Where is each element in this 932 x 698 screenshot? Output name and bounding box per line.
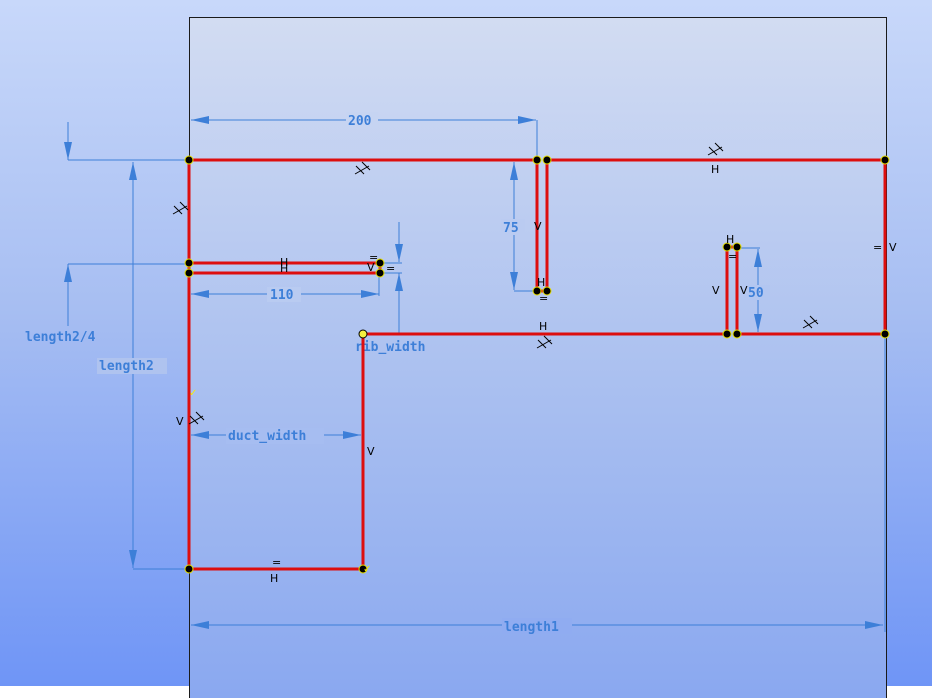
dim-rib-width-arrow-top — [395, 244, 403, 262]
dim-duct-width-label-bg — [226, 428, 324, 444]
equal-constraint: = — [873, 241, 882, 254]
point-selected[interactable] — [358, 329, 368, 339]
dim-200-label-bg — [346, 112, 378, 128]
dim-200-arrow-left — [191, 116, 209, 124]
vertical-constraint: V — [889, 241, 897, 254]
dim-duct-width-arrow-left — [191, 431, 209, 439]
vertical-constraint: V — [367, 445, 375, 458]
dim-length2-4-label[interactable]: length2/4 — [25, 330, 96, 345]
horizontal-constraint: H — [537, 276, 545, 289]
point[interactable] — [184, 155, 194, 165]
dim-length2-arrow-bottom — [129, 550, 137, 568]
point[interactable] — [732, 329, 742, 339]
dim-rib-width-arrow-bottom — [395, 273, 403, 291]
point[interactable] — [732, 242, 742, 252]
point[interactable] — [542, 155, 552, 165]
equal-constraint: = — [369, 251, 378, 264]
sketch-sheet — [189, 17, 887, 698]
vertical-constraint: V — [367, 261, 375, 274]
parallel-constraint-icon — [188, 411, 205, 425]
dim-110-arrow-left — [191, 290, 209, 298]
parallel-constraint-icon — [354, 161, 371, 175]
point[interactable] — [722, 329, 732, 339]
horizontal-constraint: H — [270, 572, 278, 585]
point[interactable] — [542, 286, 552, 296]
dim-110-label-bg — [267, 287, 301, 302]
dim-75-arrow-top — [510, 162, 518, 180]
vertical-constraint: V — [176, 415, 184, 428]
fix-marker-icon: ✓ — [363, 564, 371, 575]
dim-110-arrow-right — [361, 290, 379, 298]
fix-marker-icon: ✓ — [189, 388, 197, 399]
sketch-profile[interactable] — [187, 158, 887, 571]
dim-200-arrow-right — [518, 116, 536, 124]
dim-length2-arrow-top — [129, 162, 137, 180]
parallel-constraint-icon — [536, 335, 553, 349]
equal-constraint: = — [386, 262, 395, 275]
parallel-constraint-icon — [802, 315, 819, 329]
equal-constraint: = — [539, 292, 548, 305]
point[interactable] — [532, 155, 542, 165]
dim-75-arrow-bottom — [510, 272, 518, 290]
horizontal-constraint: H — [726, 233, 734, 246]
point[interactable] — [184, 268, 194, 278]
dim-length1-arrow-right — [865, 621, 883, 629]
horizontal-constraint: H — [280, 262, 288, 275]
vertical-constraint: V — [740, 284, 748, 297]
point[interactable] — [880, 329, 890, 339]
sketch-points[interactable] — [184, 155, 890, 574]
point[interactable] — [722, 242, 732, 252]
dim-length1-label-bg — [502, 618, 572, 634]
dim-75-label[interactable]: 75 — [503, 221, 519, 236]
point[interactable] — [375, 258, 385, 268]
parallel-constraint-icon — [707, 142, 724, 156]
dim-50-arrow-top — [754, 249, 762, 267]
point[interactable] — [375, 268, 385, 278]
dim-length1-label[interactable]: length1 — [504, 620, 559, 635]
horizontal-constraint: H — [539, 320, 547, 333]
dim-75-label-bg — [501, 219, 525, 235]
equal-constraint: = — [272, 556, 281, 569]
vertical-constraint: V — [712, 284, 720, 297]
dim-length2-4-arrow-bottom — [64, 264, 72, 282]
dim-duct-width-label[interactable]: duct_width — [228, 429, 306, 444]
parallel-constraint-icon — [172, 201, 189, 215]
dim-length2-label[interactable]: length2 — [99, 359, 154, 374]
dim-duct-width-arrow-right — [343, 431, 361, 439]
dim-rib-width-label[interactable]: rib_width — [355, 340, 425, 355]
point[interactable] — [358, 564, 368, 574]
point[interactable] — [532, 286, 542, 296]
point[interactable] — [184, 564, 194, 574]
equal-constraint: = — [728, 250, 737, 263]
dim-110-label[interactable]: 110 — [270, 288, 294, 303]
point[interactable] — [184, 258, 194, 268]
dim-50-arrow-bottom — [754, 314, 762, 332]
vertical-constraint: V — [534, 220, 542, 233]
dim-length2-label-bg — [97, 358, 167, 374]
dim-length1-arrow-left — [191, 621, 209, 629]
dim-50-label-bg — [746, 285, 770, 300]
dim-200-label[interactable]: 200 — [348, 114, 372, 129]
dim-50-label[interactable]: 50 — [748, 286, 764, 301]
dim-length2-4-arrow-top — [64, 142, 72, 160]
point[interactable] — [880, 155, 890, 165]
horizontal-constraint: H — [280, 256, 288, 269]
horizontal-constraint: H — [711, 163, 719, 176]
